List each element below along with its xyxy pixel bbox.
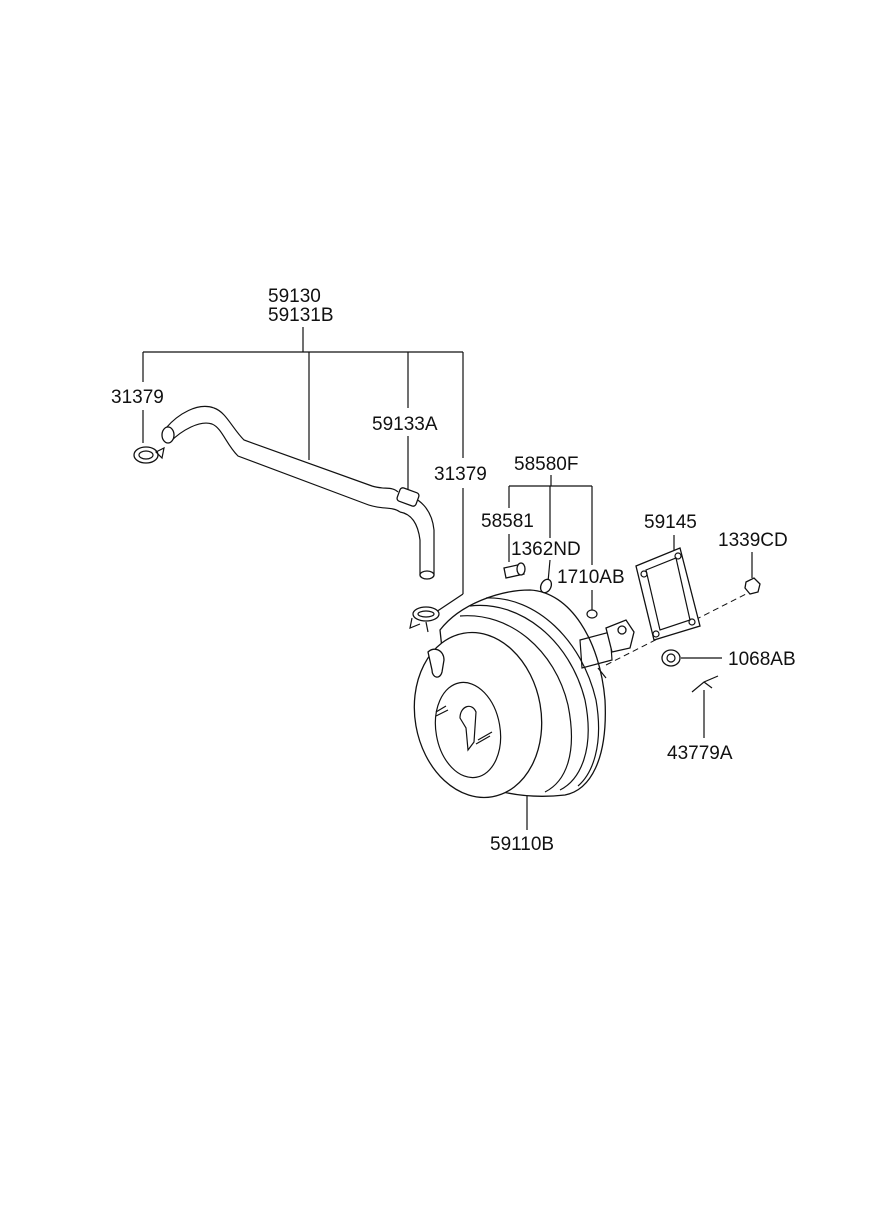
leader-lines-hose-group bbox=[142, 327, 464, 613]
leader-lines-check-valve-group bbox=[508, 475, 593, 610]
part-labels: 59130 59131B 31379 59133A 31379 58580F 5… bbox=[111, 286, 796, 855]
label-31379-right[interactable]: 31379 bbox=[434, 464, 487, 485]
hose-clamp-right bbox=[409, 606, 440, 633]
brake-booster bbox=[413, 589, 635, 799]
label-58580f[interactable]: 58580F bbox=[514, 454, 578, 475]
grommet bbox=[539, 578, 553, 594]
label-1339cd[interactable]: 1339CD bbox=[718, 530, 788, 551]
nut-1339cd bbox=[744, 577, 761, 595]
label-31379-left[interactable]: 31379 bbox=[111, 387, 164, 408]
label-59145[interactable]: 59145 bbox=[644, 512, 697, 533]
label-59130[interactable]: 59130 bbox=[268, 286, 321, 307]
vacuum-hose-short bbox=[396, 487, 435, 580]
vacuum-hose bbox=[161, 405, 401, 513]
nut-1068ab bbox=[661, 649, 681, 667]
label-59110b[interactable]: 59110B bbox=[490, 834, 554, 855]
label-1068ab[interactable]: 1068AB bbox=[728, 649, 796, 670]
check-valve bbox=[503, 562, 526, 579]
label-59133a[interactable]: 59133A bbox=[372, 414, 438, 435]
hose-clamp-left bbox=[133, 446, 165, 464]
clevis-pin bbox=[691, 675, 719, 693]
label-43779a[interactable]: 43779A bbox=[667, 743, 733, 764]
label-59131b[interactable]: 59131B bbox=[268, 305, 334, 326]
label-58581[interactable]: 58581 bbox=[481, 511, 534, 532]
gasket bbox=[635, 547, 701, 641]
label-1362nd[interactable]: 1362ND bbox=[511, 539, 581, 560]
o-ring bbox=[586, 609, 598, 619]
label-1710ab[interactable]: 1710AB bbox=[557, 567, 625, 588]
